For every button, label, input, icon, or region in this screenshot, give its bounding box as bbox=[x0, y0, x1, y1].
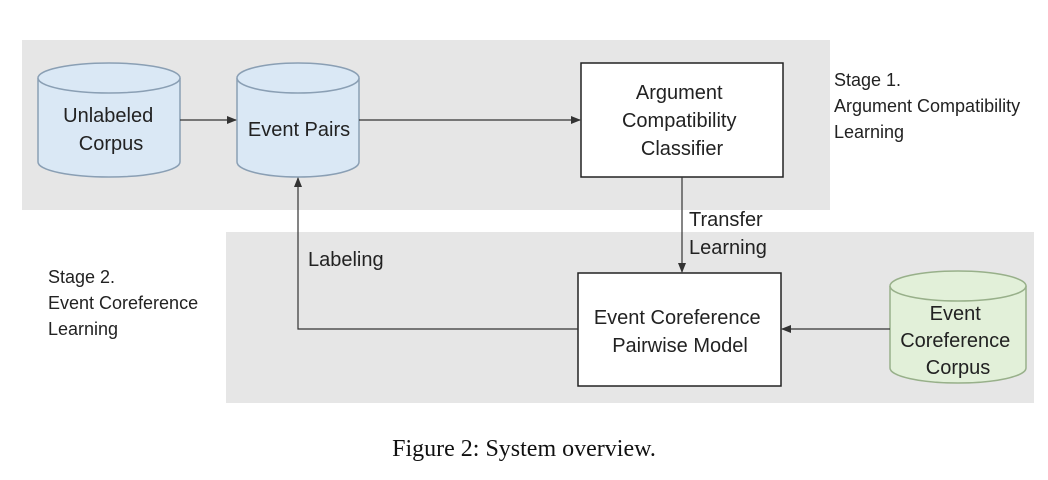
figure-caption: Figure 2: System overview. bbox=[392, 436, 656, 462]
transfer-learning-label: Transfer Learning bbox=[689, 209, 768, 259]
pairwise-model-box: Event Coreference Pairwise Model bbox=[577, 272, 782, 387]
arrow-labeling-feedback bbox=[294, 177, 578, 330]
classifier-box: Argument Compatibility Classifier bbox=[580, 62, 784, 178]
unlabeled-corpus-label: Unlabeled Corpus bbox=[63, 105, 159, 155]
unlabeled-corpus-cylinder: Unlabeled Corpus bbox=[37, 62, 181, 178]
classifier-label: Argument Compatibility Classifier bbox=[622, 82, 742, 160]
pairwise-model-label: Event Coreference Pairwise Model bbox=[594, 307, 766, 357]
stage2-label: Stage 2. Event Coreference Learning bbox=[48, 267, 203, 339]
coreference-corpus-label: Event Coreference Corpus bbox=[900, 303, 1016, 379]
stage1-label: Stage 1. Argument Compatibility Learning bbox=[834, 70, 1025, 142]
labeling-label: Labeling bbox=[308, 249, 384, 271]
event-pairs-cylinder: Event Pairs bbox=[236, 62, 360, 178]
coreference-corpus-cylinder: Event Coreference Corpus bbox=[889, 270, 1027, 384]
event-pairs-label: Event Pairs bbox=[248, 119, 350, 141]
